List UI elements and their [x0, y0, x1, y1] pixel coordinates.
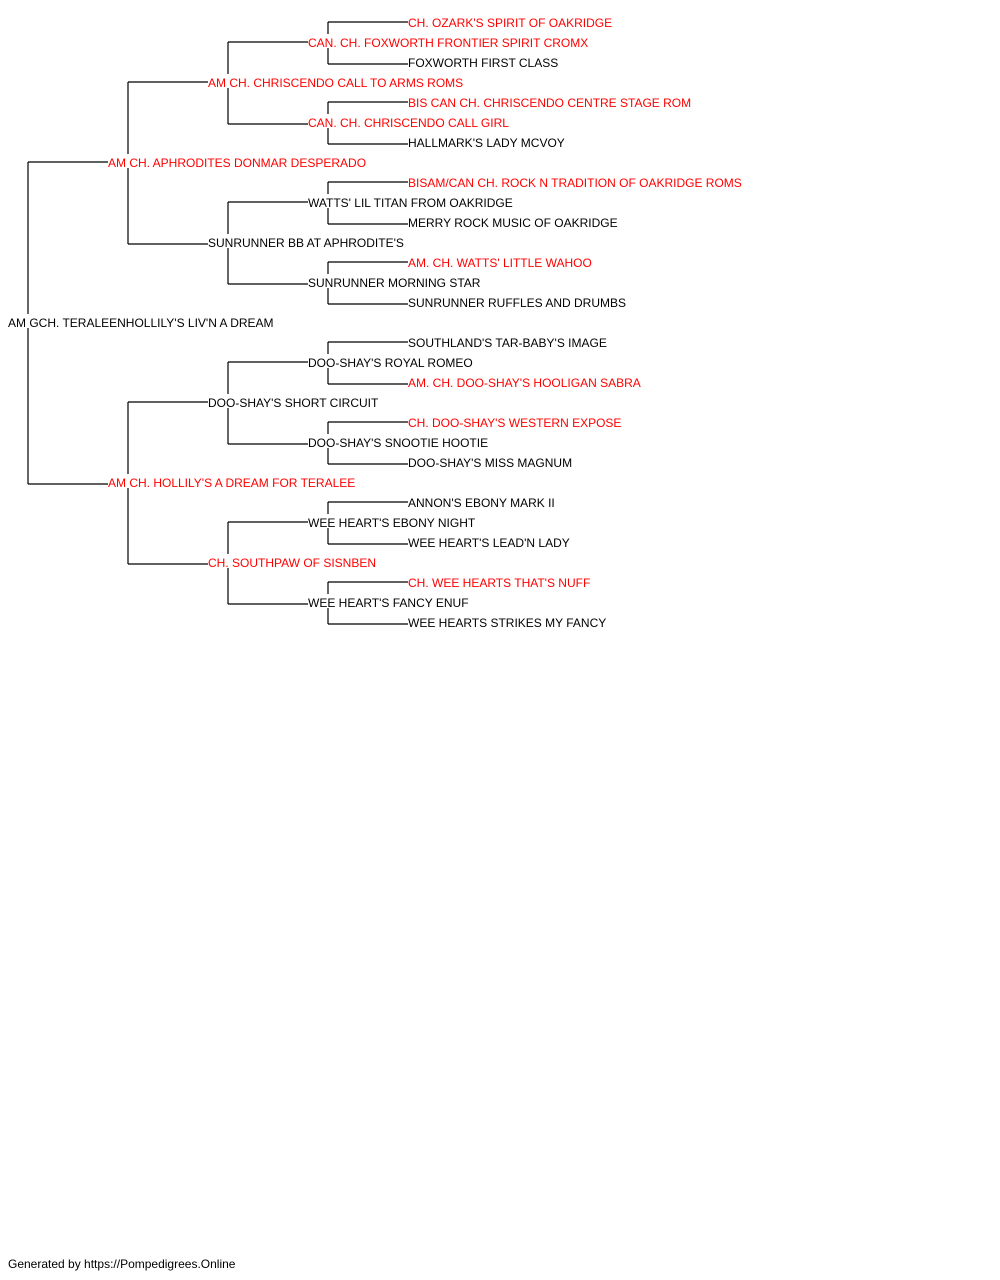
subject-sire-dam-sire-sire: BISAM/CAN CH. ROCK N TRADITION OF OAKRID…: [408, 176, 742, 190]
subject-dam-dam-dam-sire: CH. WEE HEARTS THAT'S NUFF: [408, 576, 590, 590]
subject-dam-dam-dam-dam: WEE HEARTS STRIKES MY FANCY: [408, 616, 606, 630]
subject-dam-dam-sire-dam: WEE HEART'S LEAD'N LADY: [408, 536, 570, 550]
subject-sire: AM CH. APHRODITES DONMAR DESPERADO: [108, 156, 366, 170]
subject-sire-dam-dam: SUNRUNNER MORNING STAR: [308, 276, 481, 290]
subject-sire-sire-sire-dam: FOXWORTH FIRST CLASS: [408, 56, 558, 70]
subject-dam-sire-dam-sire: CH. DOO-SHAY'S WESTERN EXPOSE: [408, 416, 621, 430]
subject-sire-sire-sire-sire: CH. OZARK'S SPIRIT OF OAKRIDGE: [408, 16, 612, 30]
subject-dam-sire-dam: DOO-SHAY'S SNOOTIE HOOTIE: [308, 436, 488, 450]
subject-sire-sire-dam: CAN. CH. CHRISCENDO CALL GIRL: [308, 116, 509, 130]
subject-sire-dam-dam-dam: SUNRUNNER RUFFLES AND DRUMBS: [408, 296, 626, 310]
subject-sire-dam-sire: WATTS' LIL TITAN FROM OAKRIDGE: [308, 196, 513, 210]
generated-by-footer: Generated by https://Pompedigrees.Online: [8, 1257, 236, 1271]
subject-dam-sire-sire: DOO-SHAY'S ROYAL ROMEO: [308, 356, 473, 370]
subject-dam-dam-sire-sire: ANNON'S EBONY MARK II: [408, 496, 555, 510]
subject-dam-sire-sire-sire: SOUTHLAND'S TAR-BABY'S IMAGE: [408, 336, 607, 350]
subject-dam-sire-dam-dam: DOO-SHAY'S MISS MAGNUM: [408, 456, 572, 470]
subject-dam-dam-sire: WEE HEART'S EBONY NIGHT: [308, 516, 476, 530]
subject-sire-dam: SUNRUNNER BB AT APHRODITE'S: [208, 236, 404, 250]
ancestor-labels: AM GCH. TERALEENHOLLILY'S LIV'N A DREAM A…: [8, 16, 742, 630]
subject-sire-dam-sire-dam: MERRY ROCK MUSIC OF OAKRIDGE: [408, 216, 618, 230]
subject-sire-sire-sire: CAN. CH. FOXWORTH FRONTIER SPIRIT CROMX: [308, 36, 588, 50]
subject-sire-sire-dam-sire: BIS CAN CH. CHRISCENDO CENTRE STAGE ROM: [408, 96, 691, 110]
subject-dam: AM CH. HOLLILY'S A DREAM FOR TERALEE: [108, 476, 355, 490]
subject-dam-sire: DOO-SHAY'S SHORT CIRCUIT: [208, 396, 379, 410]
subject: AM GCH. TERALEENHOLLILY'S LIV'N A DREAM: [8, 316, 274, 330]
subject-dam-dam-dam: WEE HEART'S FANCY ENUF: [308, 596, 469, 610]
subject-sire-sire: AM CH. CHRISCENDO CALL TO ARMS ROMS: [208, 76, 463, 90]
subject-dam-dam: CH. SOUTHPAW OF SISNBEN: [208, 556, 376, 570]
subject-sire-sire-dam-dam: HALLMARK'S LADY MCVOY: [408, 136, 565, 150]
subject-dam-sire-sire-dam: AM. CH. DOO-SHAY'S HOOLIGAN SABRA: [408, 376, 641, 390]
subject-sire-dam-dam-sire: AM. CH. WATTS' LITTLE WAHOO: [408, 256, 592, 270]
connector-lines: [27, 21, 408, 625]
